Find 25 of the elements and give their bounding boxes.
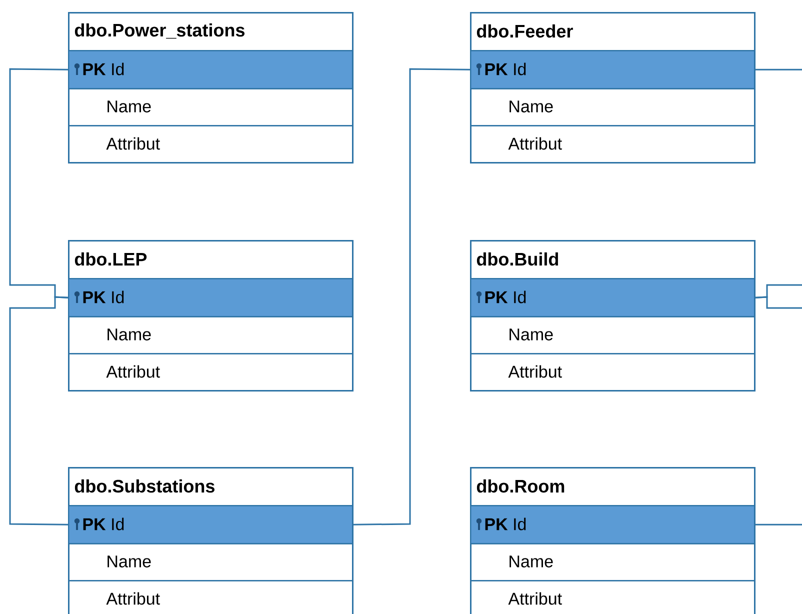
table-row: PK Id bbox=[68, 50, 354, 90]
table-row: PK Id bbox=[470, 278, 756, 318]
table-row: Attribut bbox=[68, 125, 354, 164]
connector-line bbox=[755, 524, 802, 526]
connector-line bbox=[353, 68, 470, 526]
table-row: Name bbox=[68, 316, 354, 354]
table-row: Attribut bbox=[470, 353, 756, 392]
table-row: Name bbox=[68, 543, 354, 582]
table-row: Attribut bbox=[470, 580, 756, 614]
table-row: Name bbox=[470, 88, 756, 126]
table-row: Attribut bbox=[68, 580, 354, 614]
table-row: Name bbox=[470, 316, 756, 354]
table-row: PK Id bbox=[68, 278, 354, 318]
connector-line bbox=[755, 296, 802, 309]
table-row: Name bbox=[470, 543, 756, 582]
table-row: PK Id bbox=[68, 505, 354, 544]
table-row: Name bbox=[68, 88, 354, 126]
connector-line bbox=[9, 296, 68, 526]
connector-line bbox=[755, 68, 802, 70]
connector-line bbox=[9, 68, 68, 298]
connector-line bbox=[755, 284, 802, 298]
table-row: PK Id bbox=[470, 505, 756, 544]
table-row: Attribut bbox=[470, 125, 756, 164]
table-row: PK Id bbox=[470, 50, 756, 90]
table-row: Attribut bbox=[68, 353, 354, 392]
